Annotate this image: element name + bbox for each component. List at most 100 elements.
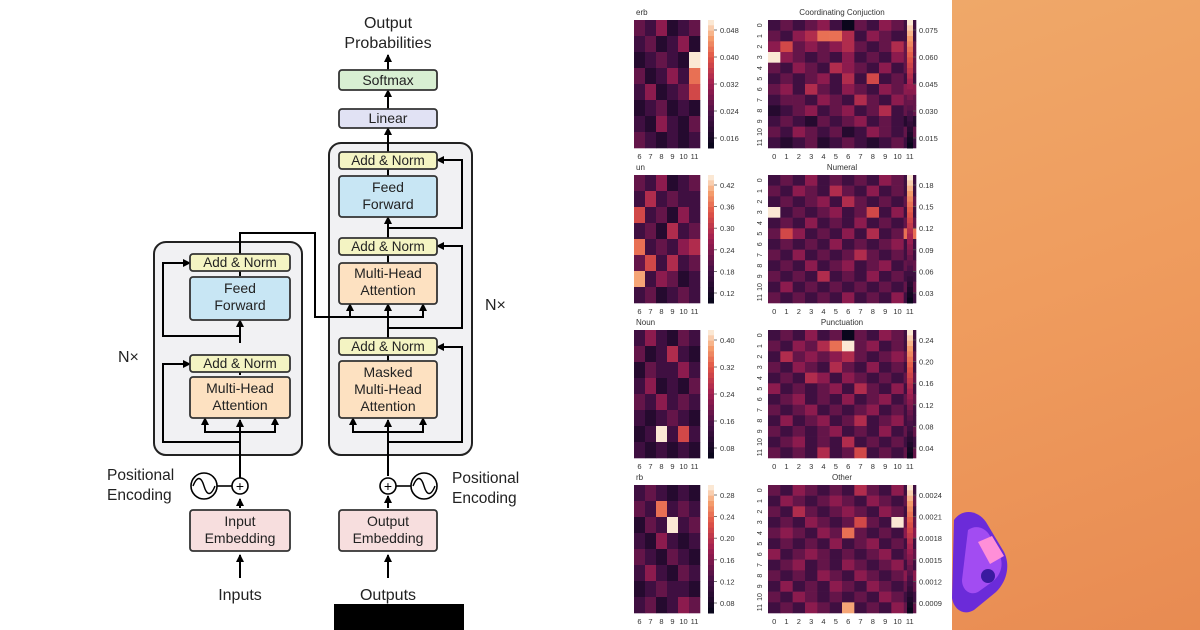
heatmap-cell bbox=[656, 330, 668, 347]
heatmap-cell bbox=[854, 485, 867, 496]
heatmap-cell bbox=[645, 84, 657, 101]
heatmap-cell bbox=[678, 597, 690, 614]
heatmap-cell bbox=[678, 132, 690, 149]
heatmap-cell bbox=[854, 196, 867, 208]
heatmap-cell bbox=[817, 538, 830, 550]
heatmap-cell bbox=[842, 73, 855, 85]
x-tick-label: 0 bbox=[772, 307, 776, 316]
colorbar-segment bbox=[708, 522, 714, 529]
colorbar-segment bbox=[907, 586, 913, 593]
heatmap-cell bbox=[678, 485, 690, 502]
heatmap-cell bbox=[891, 495, 904, 507]
heatmap-cell bbox=[645, 116, 657, 133]
heatmap-cell bbox=[891, 105, 904, 117]
heatmap-cell bbox=[656, 132, 668, 149]
colorbar-segment bbox=[907, 196, 913, 203]
y-tick-label: 4 bbox=[757, 531, 764, 535]
heatmap-cell bbox=[866, 527, 880, 539]
colorbar-segment bbox=[708, 292, 714, 299]
softmax-box bbox=[338, 69, 438, 91]
colorbar-segment bbox=[708, 41, 714, 48]
heatmap-cell bbox=[842, 495, 855, 507]
encoder-positional-line1: Positional bbox=[107, 467, 174, 484]
heatmap-cell bbox=[817, 559, 830, 571]
heatmap-cell bbox=[842, 84, 855, 95]
heatmap-cell bbox=[817, 404, 830, 416]
decoder-add-norm-bottom-label: Add & Norm bbox=[351, 339, 425, 354]
heatmap-cell bbox=[792, 538, 806, 550]
heatmap-cell bbox=[634, 549, 646, 566]
heatmap-cell bbox=[829, 271, 843, 282]
heatmap-cell bbox=[678, 394, 690, 411]
heatmap-cell bbox=[817, 137, 830, 149]
colorbar-segment bbox=[708, 431, 714, 438]
heatmap-cell bbox=[879, 260, 892, 272]
x-tick-label: 7 bbox=[858, 617, 862, 626]
x-tick-label: 9 bbox=[883, 462, 887, 471]
heatmap-cell bbox=[678, 362, 690, 379]
heatmap-cell bbox=[866, 436, 880, 448]
heatmap-cell bbox=[879, 549, 892, 560]
heatmap-cell bbox=[780, 20, 793, 31]
heatmap-cell bbox=[891, 228, 904, 240]
heatmap-cell bbox=[805, 217, 818, 229]
x-tick-label: 11 bbox=[906, 462, 914, 471]
decoder-masked-mha bbox=[338, 360, 438, 419]
heatmap-cell bbox=[817, 517, 830, 528]
heatmap-cell bbox=[879, 495, 892, 507]
colorbar-tick-label: 0.12 bbox=[720, 577, 735, 586]
x-tick-label: 10 bbox=[893, 462, 901, 471]
colorbar-segment bbox=[907, 538, 913, 545]
y-tick-label: 10 bbox=[757, 283, 764, 291]
x-tick-label: 2 bbox=[797, 307, 801, 316]
heatmap-cell bbox=[667, 346, 679, 363]
heatmap-cell bbox=[879, 527, 892, 539]
colorbar-segment bbox=[708, 62, 714, 69]
colorbar-segment bbox=[907, 84, 913, 90]
colorbar-tick-label: 0.048 bbox=[720, 26, 739, 35]
heatmap-cell bbox=[854, 538, 867, 550]
y-tick-label: 3 bbox=[757, 210, 764, 214]
heatmap-cell bbox=[645, 565, 657, 582]
heatmap-cell bbox=[634, 485, 646, 502]
colorbar-segment bbox=[907, 581, 913, 587]
heatmap-cell bbox=[829, 394, 843, 405]
x-tick-label: 9 bbox=[883, 307, 887, 316]
heatmap-cell bbox=[805, 394, 818, 405]
heatmap-cell bbox=[891, 362, 904, 373]
heatmap-cell bbox=[879, 137, 892, 149]
heatmap-cell bbox=[842, 196, 855, 208]
heatmap-cell bbox=[667, 517, 679, 534]
colorbar-tick-label: 0.04 bbox=[919, 444, 934, 453]
y-tick-label: 9 bbox=[757, 274, 764, 278]
colorbar-segment bbox=[708, 447, 714, 454]
colorbar-segment bbox=[708, 506, 714, 513]
heatmap-cell bbox=[866, 372, 880, 384]
colorbar-segment bbox=[708, 485, 714, 491]
heatmap-cell bbox=[656, 68, 668, 85]
x-tick-label: 11 bbox=[691, 152, 699, 161]
decoder-nx-label: N× bbox=[485, 297, 506, 314]
colorbar-segment bbox=[907, 62, 913, 69]
heatmap-cell bbox=[645, 378, 657, 395]
heatmap-cell bbox=[879, 485, 892, 496]
heatmap-cell bbox=[656, 565, 668, 582]
heatmap-cell bbox=[842, 426, 855, 437]
colorbar-segment bbox=[907, 549, 913, 555]
heatmap-cell bbox=[678, 52, 690, 69]
heatmap-cell bbox=[678, 175, 690, 192]
heatmap-cell bbox=[678, 581, 690, 598]
heatmap-cell bbox=[854, 591, 867, 603]
heatmap-cell bbox=[805, 52, 818, 63]
heatmap-cell bbox=[866, 447, 880, 459]
colorbar-tick-label: 0.075 bbox=[919, 26, 938, 35]
heatmap-cell bbox=[866, 581, 880, 592]
x-tick-label: 8 bbox=[871, 307, 875, 316]
heatmap-cell bbox=[780, 495, 793, 507]
heatmap-cell bbox=[854, 126, 867, 138]
heatmap-cell bbox=[667, 36, 679, 53]
heatmap-cell bbox=[634, 20, 646, 37]
decoder-add-norm-top bbox=[338, 151, 438, 170]
heatmap-cell bbox=[866, 84, 880, 95]
y-tick-label: 5 bbox=[757, 232, 764, 236]
